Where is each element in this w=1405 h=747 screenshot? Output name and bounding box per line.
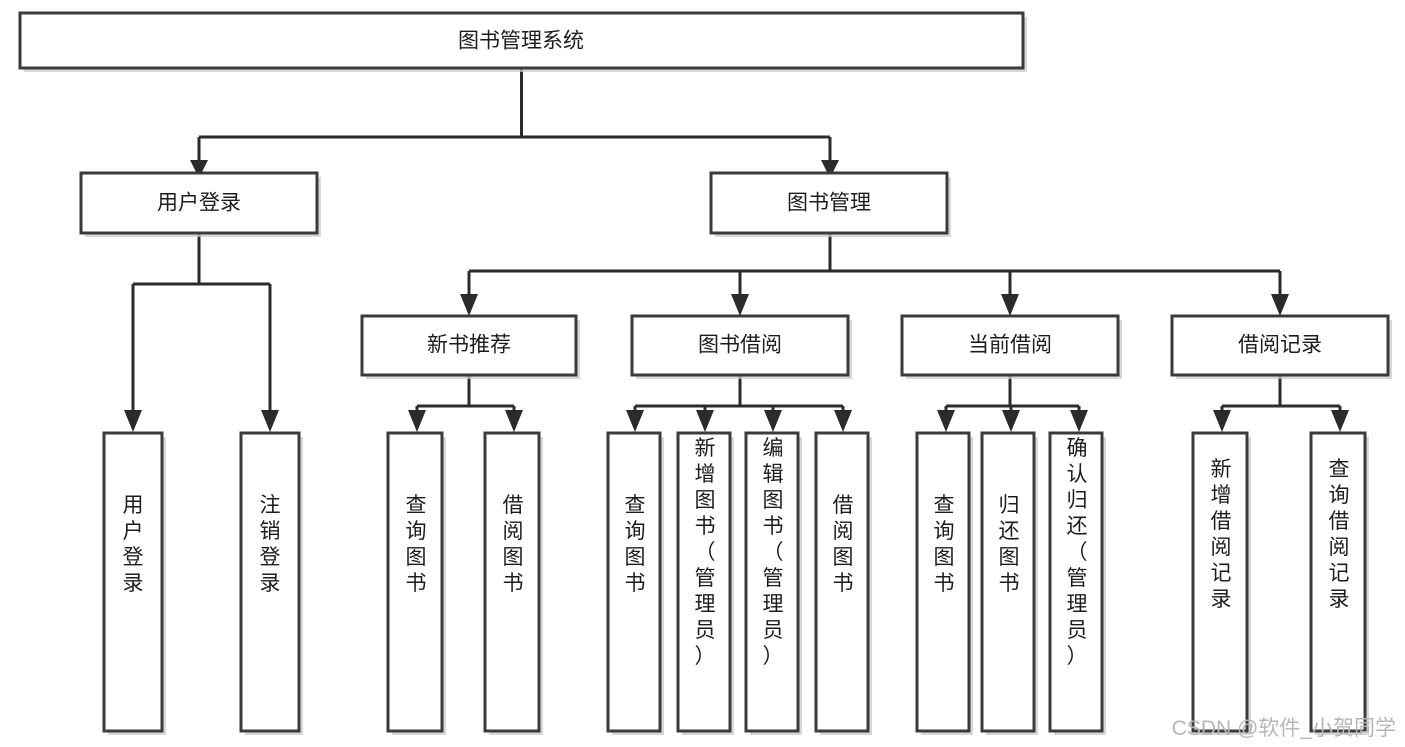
arrow-current-borrow-leaf-2 [1002,410,1020,432]
node-book-borrow[interactable]: 图书借阅 [630,314,852,379]
leaf-book-borrow-4-label: 借阅图书 [833,494,854,595]
leaf-current-borrow-1[interactable]: 查询图书 [915,431,973,735]
node-borrow-record-box [1170,314,1390,377]
arrow-to-book-borrow [731,294,749,316]
arrow-root-to-book-manage [821,160,839,178]
arrow-to-current-borrow [1001,294,1019,316]
leaf-user-login-2-label: 注销登录 [260,494,281,595]
arrow-current-borrow-leaf-3 [1070,410,1088,432]
arrow-book-borrow-leaf-2 [696,410,714,432]
node-user-login-label: 用户登录 [157,192,241,215]
arrow-to-borrow-record [1271,294,1289,316]
arrow-book-borrow-leaf-1 [626,410,644,432]
arrow-borrow-record-leaf-1 [1213,410,1231,432]
leaf-new-book-2-label: 借阅图书 [503,494,524,595]
node-book-manage-label: 图书管理 [787,192,871,215]
leaf-new-book-1-box [386,431,444,733]
leaf-book-borrow-2[interactable]: 新增图书（管理员） [676,431,734,735]
node-book-manage[interactable]: 图书管理 [709,171,951,237]
leaf-borrow-record-1-box [1191,431,1249,733]
arrow-user-login-leaf-1 [124,410,142,432]
node-user-login-box [79,171,319,235]
node-book-borrow-label: 图书借阅 [698,334,782,357]
leaf-current-borrow-1-box [915,431,971,733]
node-book-borrow-box [630,314,850,377]
leaf-book-borrow-2-label: 新增图书（管理员） [695,437,716,668]
leaf-current-borrow-3[interactable]: 确认归还（管理员） [1048,431,1106,735]
node-new-book-recommend-label: 新书推荐 [427,334,511,357]
leaf-book-borrow-4-box [814,431,870,733]
leaf-user-login-1-label: 用户登录 [123,494,144,595]
leaf-book-borrow-3-label: 编辑图书（管理员） [763,437,784,668]
arrow-book-borrow-leaf-3 [764,410,782,432]
leaf-new-book-2[interactable]: 借阅图书 [483,431,543,735]
node-current-borrow-box [900,314,1120,377]
leaf-book-borrow-3[interactable]: 编辑图书（管理员） [744,431,802,735]
node-user-login[interactable]: 用户登录 [79,171,321,237]
node-current-borrow-label: 当前借阅 [968,334,1052,357]
leaf-new-book-1-label: 查询图书 [406,494,427,595]
leaf-book-borrow-1-box [606,431,662,733]
arrow-current-borrow-leaf-1 [937,410,955,432]
arrow-new-book-leaf-1 [408,410,426,432]
leaf-book-borrow-1[interactable]: 查询图书 [606,431,664,735]
leaf-borrow-record-1-label: 新增借阅记录 [1211,458,1232,611]
leaf-current-borrow-2-label: 归还图书 [999,494,1020,595]
leaf-borrow-record-2[interactable]: 查询借阅记录 [1309,431,1369,735]
node-root-box [18,11,1025,70]
node-borrow-record-label: 借阅记录 [1238,334,1322,357]
node-root-label: 图书管理系统 [458,30,584,53]
leaf-current-borrow-1-label: 查询图书 [934,494,955,595]
leaf-book-borrow-3-box [744,431,800,733]
leaf-new-book-1[interactable]: 查询图书 [386,431,446,735]
node-current-borrow[interactable]: 当前借阅 [900,314,1122,379]
arrow-book-borrow-leaf-4 [834,410,852,432]
arrow-to-new-book-recommend [460,294,478,316]
node-book-manage-box [709,171,949,235]
leaf-current-borrow-3-label: 确认归还（管理员） [1067,437,1088,668]
leaf-current-borrow-2-box [980,431,1036,733]
leaf-current-borrow-2[interactable]: 归还图书 [980,431,1038,735]
leaf-borrow-record-2-box [1309,431,1367,733]
leaf-user-login-2-box [239,431,301,733]
node-new-book-recommend-box [360,314,578,377]
node-layer: 图书管理系统 用户登录 图书管理 新书推荐 图书 [18,11,1392,735]
leaf-new-book-2-box [483,431,541,733]
node-borrow-record[interactable]: 借阅记录 [1170,314,1392,379]
leaf-borrow-record-2-label: 查询借阅记录 [1329,458,1350,611]
leaf-book-borrow-1-label: 查询图书 [625,494,646,595]
arrow-user-login-leaf-2 [261,410,279,432]
arrow-root-to-user-login [190,160,208,178]
node-new-book-recommend[interactable]: 新书推荐 [360,314,580,379]
arrow-new-book-leaf-2 [505,410,523,432]
leaf-current-borrow-3-box [1048,431,1104,733]
watermark-label: CSDN @软件_小贺同学 [1172,717,1396,740]
watermark: CSDN @软件_小贺同学 [1172,717,1396,740]
leaf-user-login-2[interactable]: 注销登录 [239,431,303,735]
leaf-borrow-record-1[interactable]: 新增借阅记录 [1191,431,1251,735]
arrow-borrow-record-leaf-2 [1331,410,1349,432]
leaf-user-login-1[interactable]: 用户登录 [102,431,166,735]
connector-layer [124,68,1349,432]
leaf-book-borrow-2-box [676,431,732,733]
leaf-book-borrow-4[interactable]: 借阅图书 [814,431,872,735]
node-root[interactable]: 图书管理系统 [18,11,1027,72]
leaf-user-login-1-box [102,431,164,733]
